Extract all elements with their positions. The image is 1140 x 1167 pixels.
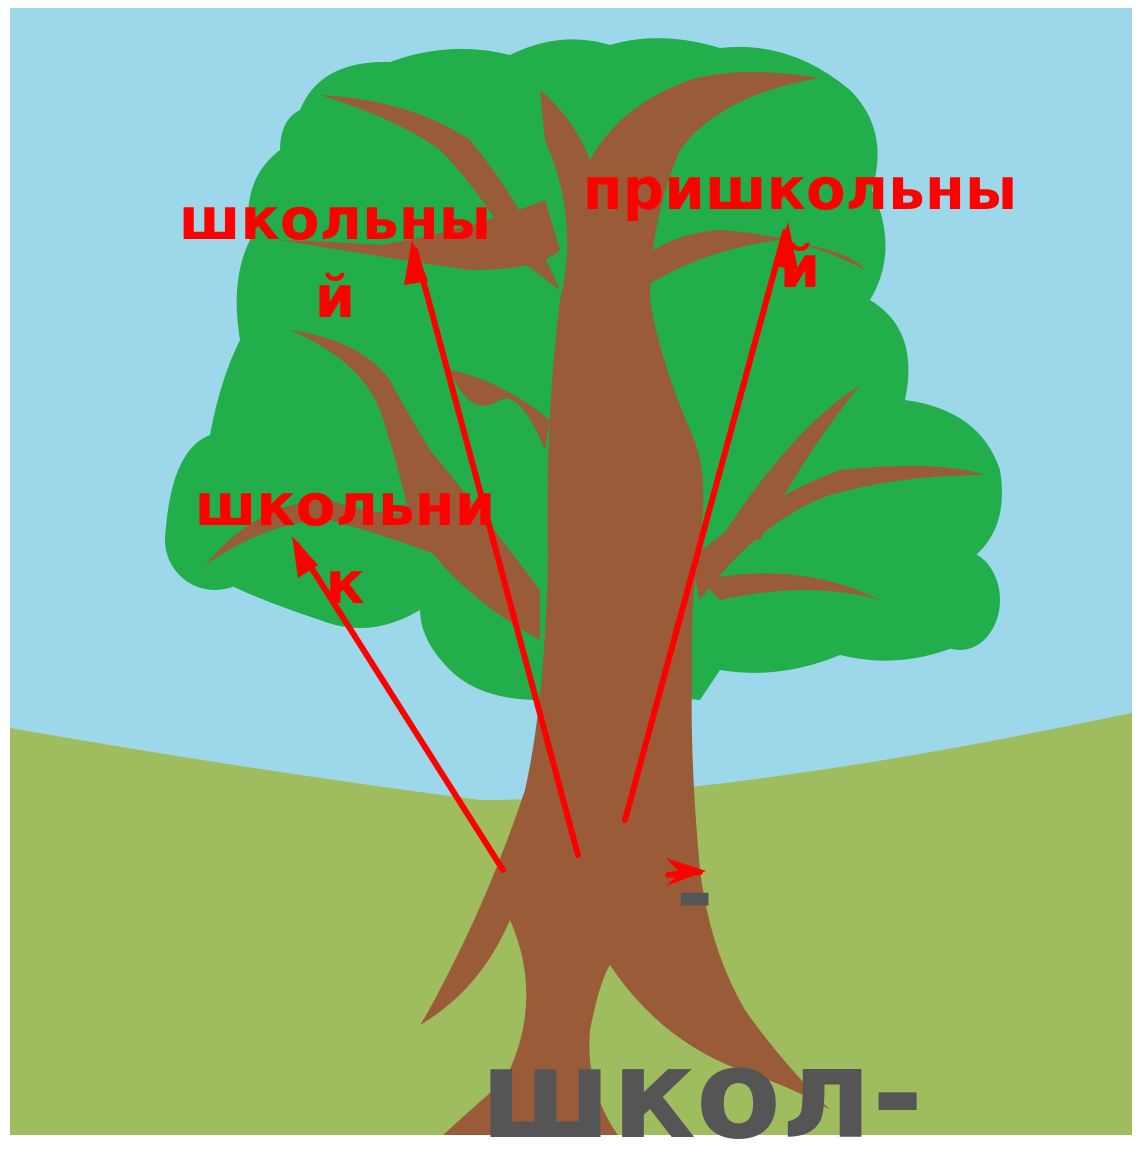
root-dash: - xyxy=(676,842,714,947)
word-line: школьни xyxy=(194,471,496,539)
arrowheads xyxy=(292,222,798,886)
word-shkolnik: школьни к xyxy=(165,466,525,622)
tree-trunk xyxy=(205,71,985,1139)
word-line: й xyxy=(314,263,356,331)
arrowhead-shkolnyj xyxy=(404,240,428,285)
word-prishkolnyj: пришкольны й xyxy=(560,150,1040,306)
word-line: школьны xyxy=(178,185,492,253)
word-shkolnyj: школьны й xyxy=(150,180,520,336)
root-word: школ- xyxy=(480,1023,924,1167)
arrow-to-prishkolnyj xyxy=(622,229,788,823)
arrow-to-shkolnik xyxy=(294,542,506,873)
arrowhead-short xyxy=(666,858,706,886)
word-line: пришкольны xyxy=(582,155,1018,223)
word-line: й xyxy=(779,233,821,301)
arrowhead-prishkolnyj xyxy=(774,222,798,270)
arrow-to-shkolnyj xyxy=(412,247,581,858)
tree-illustration xyxy=(10,8,1136,1139)
arrowhead-shkolnik xyxy=(292,536,318,578)
word-line: к xyxy=(325,549,365,617)
